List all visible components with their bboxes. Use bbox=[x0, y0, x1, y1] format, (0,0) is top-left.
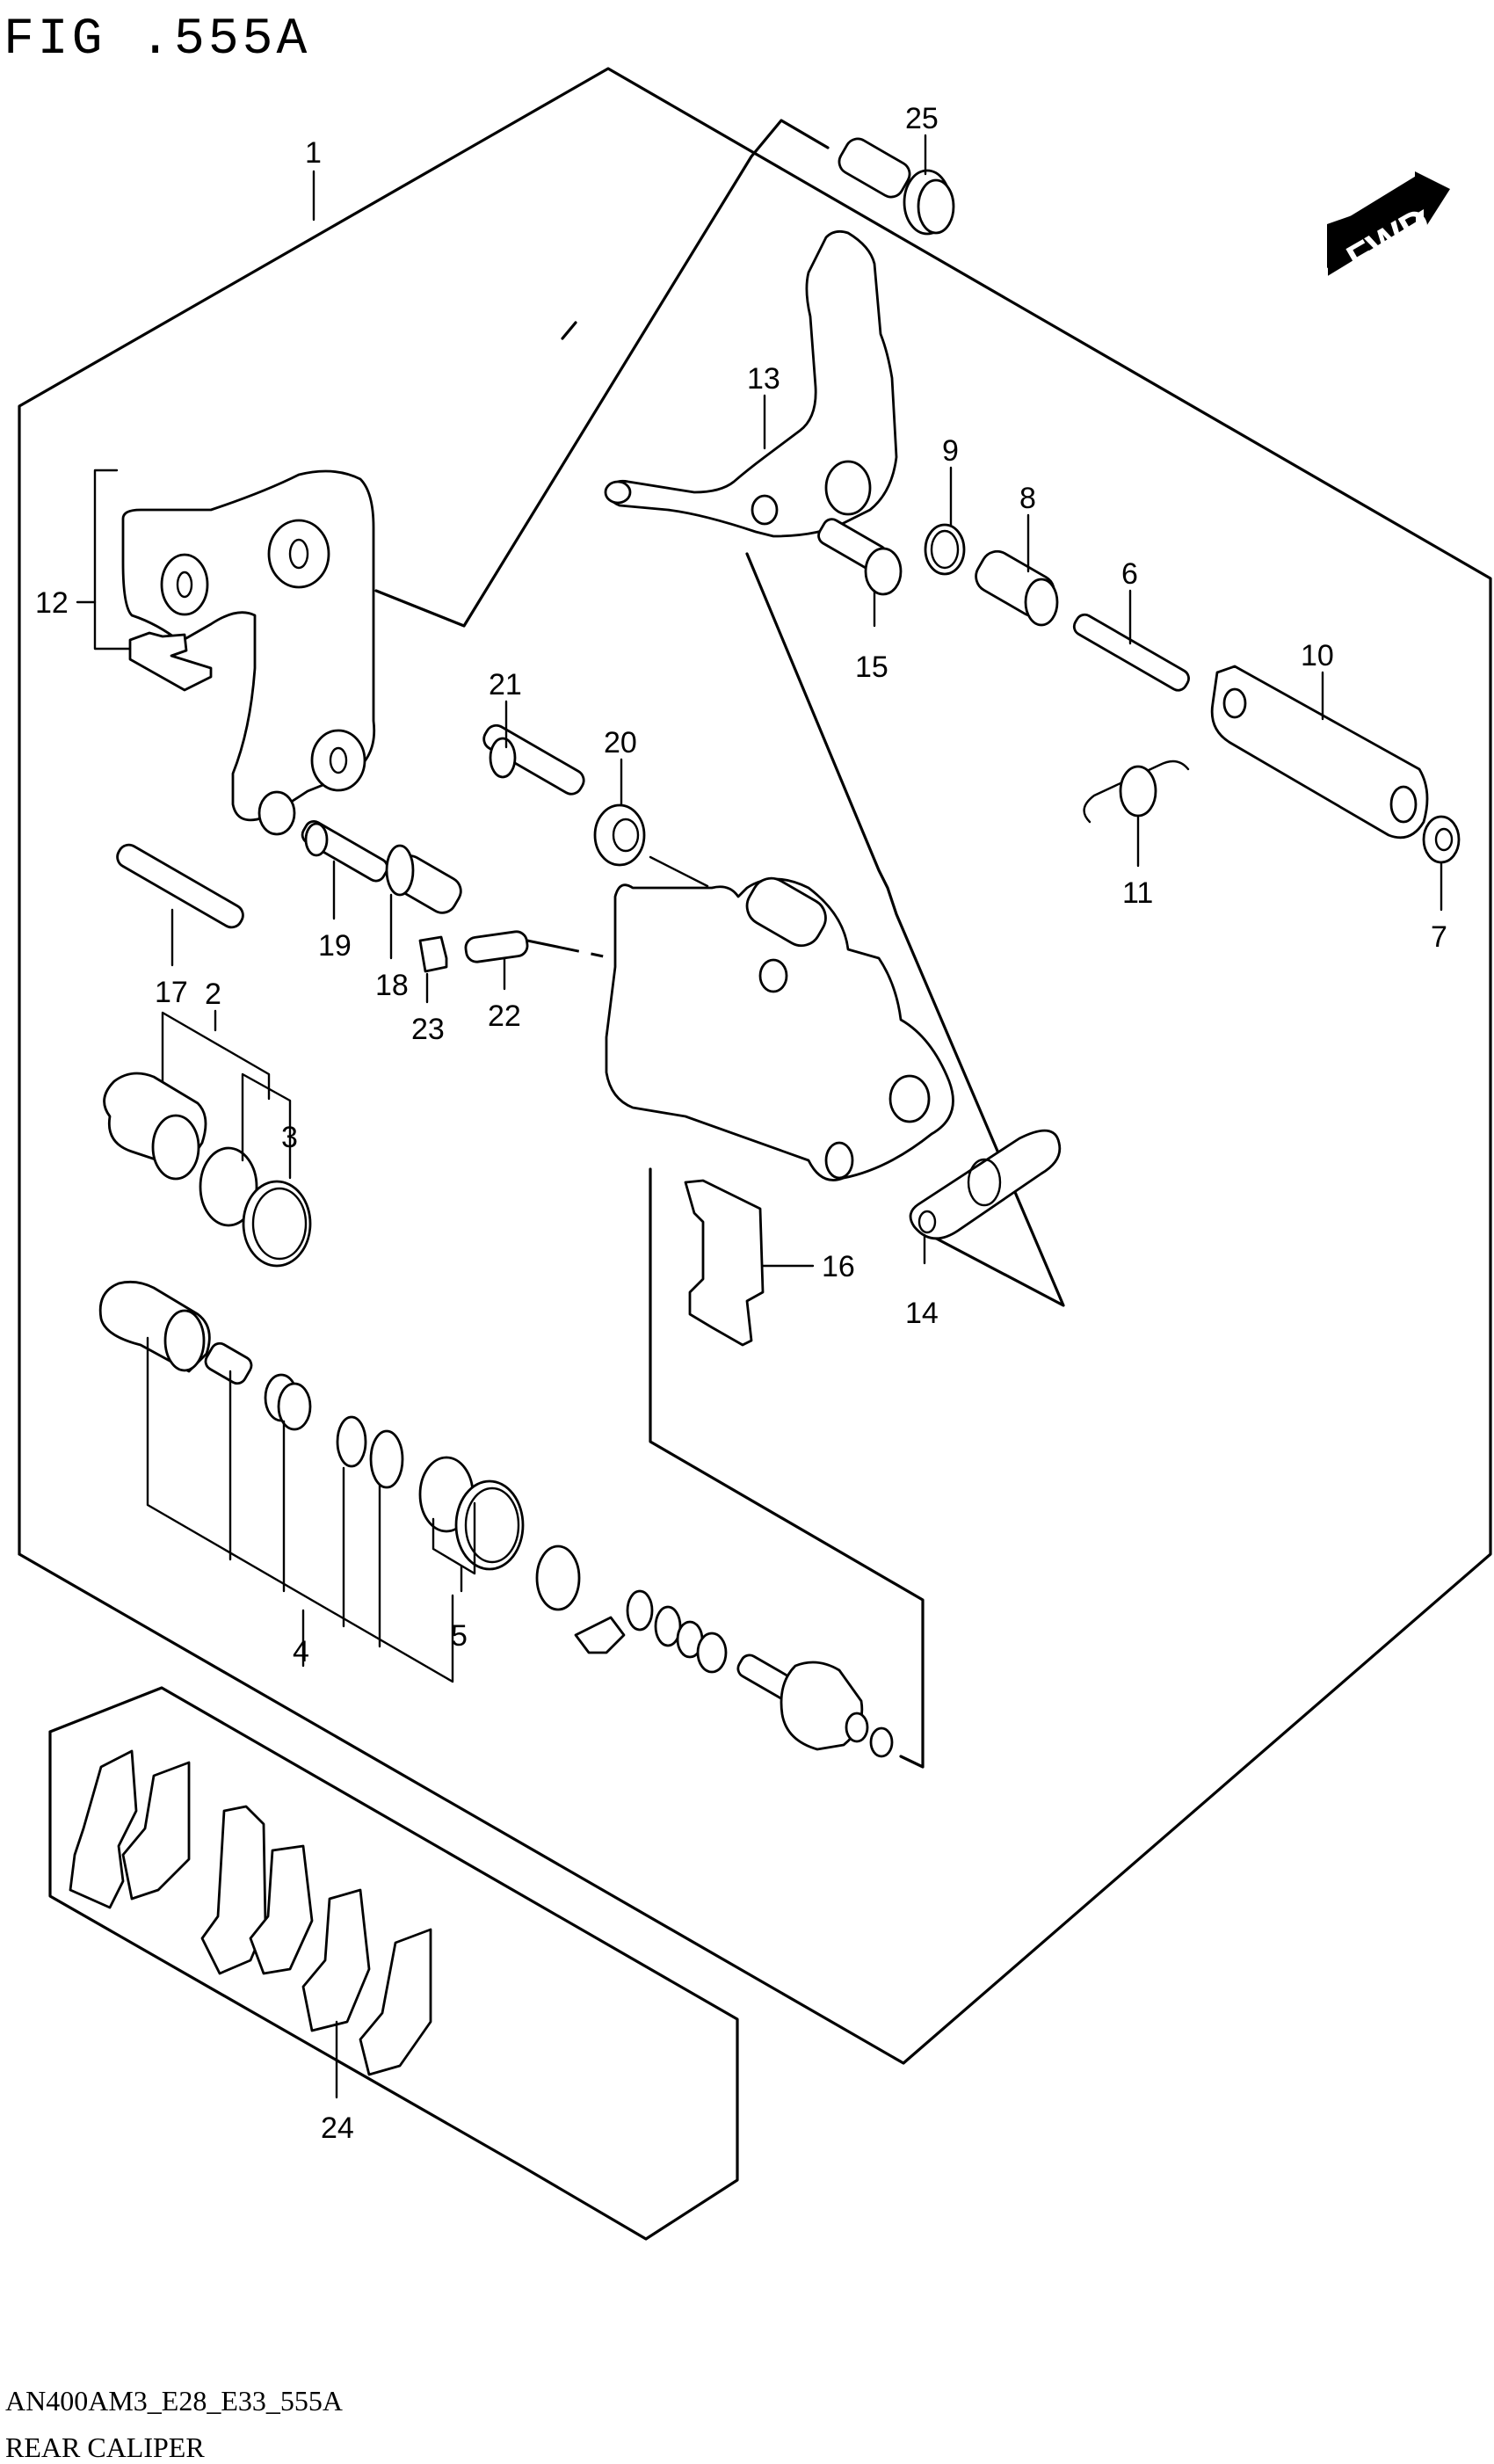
figure-code: AN400AM3_E28_E33_555A bbox=[5, 2385, 343, 2417]
callout-3: 3 bbox=[281, 1121, 298, 1154]
guide-line-13-14 bbox=[745, 552, 1065, 1307]
part-7-nut bbox=[1422, 815, 1461, 864]
part-adjuster-stack bbox=[535, 1545, 894, 1758]
callout-20: 20 bbox=[604, 726, 637, 760]
callout-4: 4 bbox=[293, 1635, 309, 1668]
part-24-brake-pads bbox=[69, 1749, 432, 2076]
callout-15: 15 bbox=[855, 651, 888, 684]
callout-6: 6 bbox=[1121, 557, 1138, 591]
assembly-outline bbox=[18, 67, 1492, 2065]
part-2-piston bbox=[103, 1072, 258, 1227]
part-23-cap bbox=[418, 935, 448, 973]
callout-7: 7 bbox=[1431, 920, 1447, 954]
part-25-bolt bbox=[838, 137, 955, 236]
part-22-bleeder bbox=[464, 930, 529, 963]
leader-2 bbox=[161, 1011, 271, 1101]
callout-25: 25 bbox=[905, 102, 939, 135]
callout-2: 2 bbox=[205, 978, 221, 1011]
part-17-pin bbox=[116, 843, 244, 929]
leader-dash bbox=[561, 321, 577, 340]
callout-18: 18 bbox=[375, 969, 409, 1002]
part-4-piston-kit bbox=[98, 1280, 404, 1489]
leader-5 bbox=[432, 1501, 476, 1575]
callout-22: 22 bbox=[488, 999, 521, 1033]
callout-13: 13 bbox=[747, 362, 780, 396]
callout-17: 17 bbox=[155, 976, 188, 1009]
leader-2b bbox=[241, 1072, 292, 1180]
callout-10: 10 bbox=[1301, 639, 1334, 672]
part-15-bolt bbox=[817, 518, 903, 596]
callout-1: 1 bbox=[305, 136, 322, 170]
part-13-lever bbox=[604, 229, 898, 538]
callout-11: 11 bbox=[1122, 876, 1153, 910]
callout-16: 16 bbox=[822, 1250, 855, 1283]
part-14-gasket bbox=[909, 1129, 1062, 1240]
part-3-seal bbox=[242, 1180, 312, 1268]
callout-24: 24 bbox=[321, 2111, 354, 2145]
part-10-lever bbox=[1210, 665, 1429, 840]
pad-set-outline bbox=[48, 1686, 739, 2241]
figure-title: FIG .555A bbox=[4, 11, 310, 69]
part-11-spring bbox=[1083, 760, 1190, 824]
part-6-spring bbox=[1072, 613, 1190, 692]
fwd-arrow: FWD bbox=[1327, 171, 1450, 281]
part-19-pin bbox=[301, 820, 389, 883]
callout-8: 8 bbox=[1019, 482, 1036, 515]
leader-bracket-1 bbox=[374, 119, 830, 628]
caliper-body bbox=[605, 876, 954, 1181]
part-5-seal-kit bbox=[418, 1456, 525, 1571]
part-8-adjuster bbox=[975, 549, 1059, 627]
callout-14: 14 bbox=[905, 1297, 939, 1330]
callout-21: 21 bbox=[489, 668, 522, 701]
callout-23: 23 bbox=[411, 1013, 445, 1046]
part-16-pad-spring bbox=[684, 1179, 765, 1347]
callout-5: 5 bbox=[451, 1619, 468, 1653]
leader-4 bbox=[146, 1336, 454, 1683]
part-12-caliper-bracket bbox=[121, 469, 376, 836]
callout-12: 12 bbox=[35, 586, 69, 620]
callout-19: 19 bbox=[318, 929, 352, 963]
leader-20-to-body bbox=[649, 855, 709, 888]
part-20-boot bbox=[593, 803, 646, 867]
part-18-boot bbox=[385, 844, 462, 914]
figure-caption: REAR CALIPER bbox=[5, 2431, 205, 2463]
leader-12 bbox=[93, 469, 132, 651]
leader-body-bracket bbox=[649, 1167, 925, 1769]
callout-9: 9 bbox=[942, 434, 959, 468]
part-21-pin-bolt bbox=[482, 723, 585, 796]
